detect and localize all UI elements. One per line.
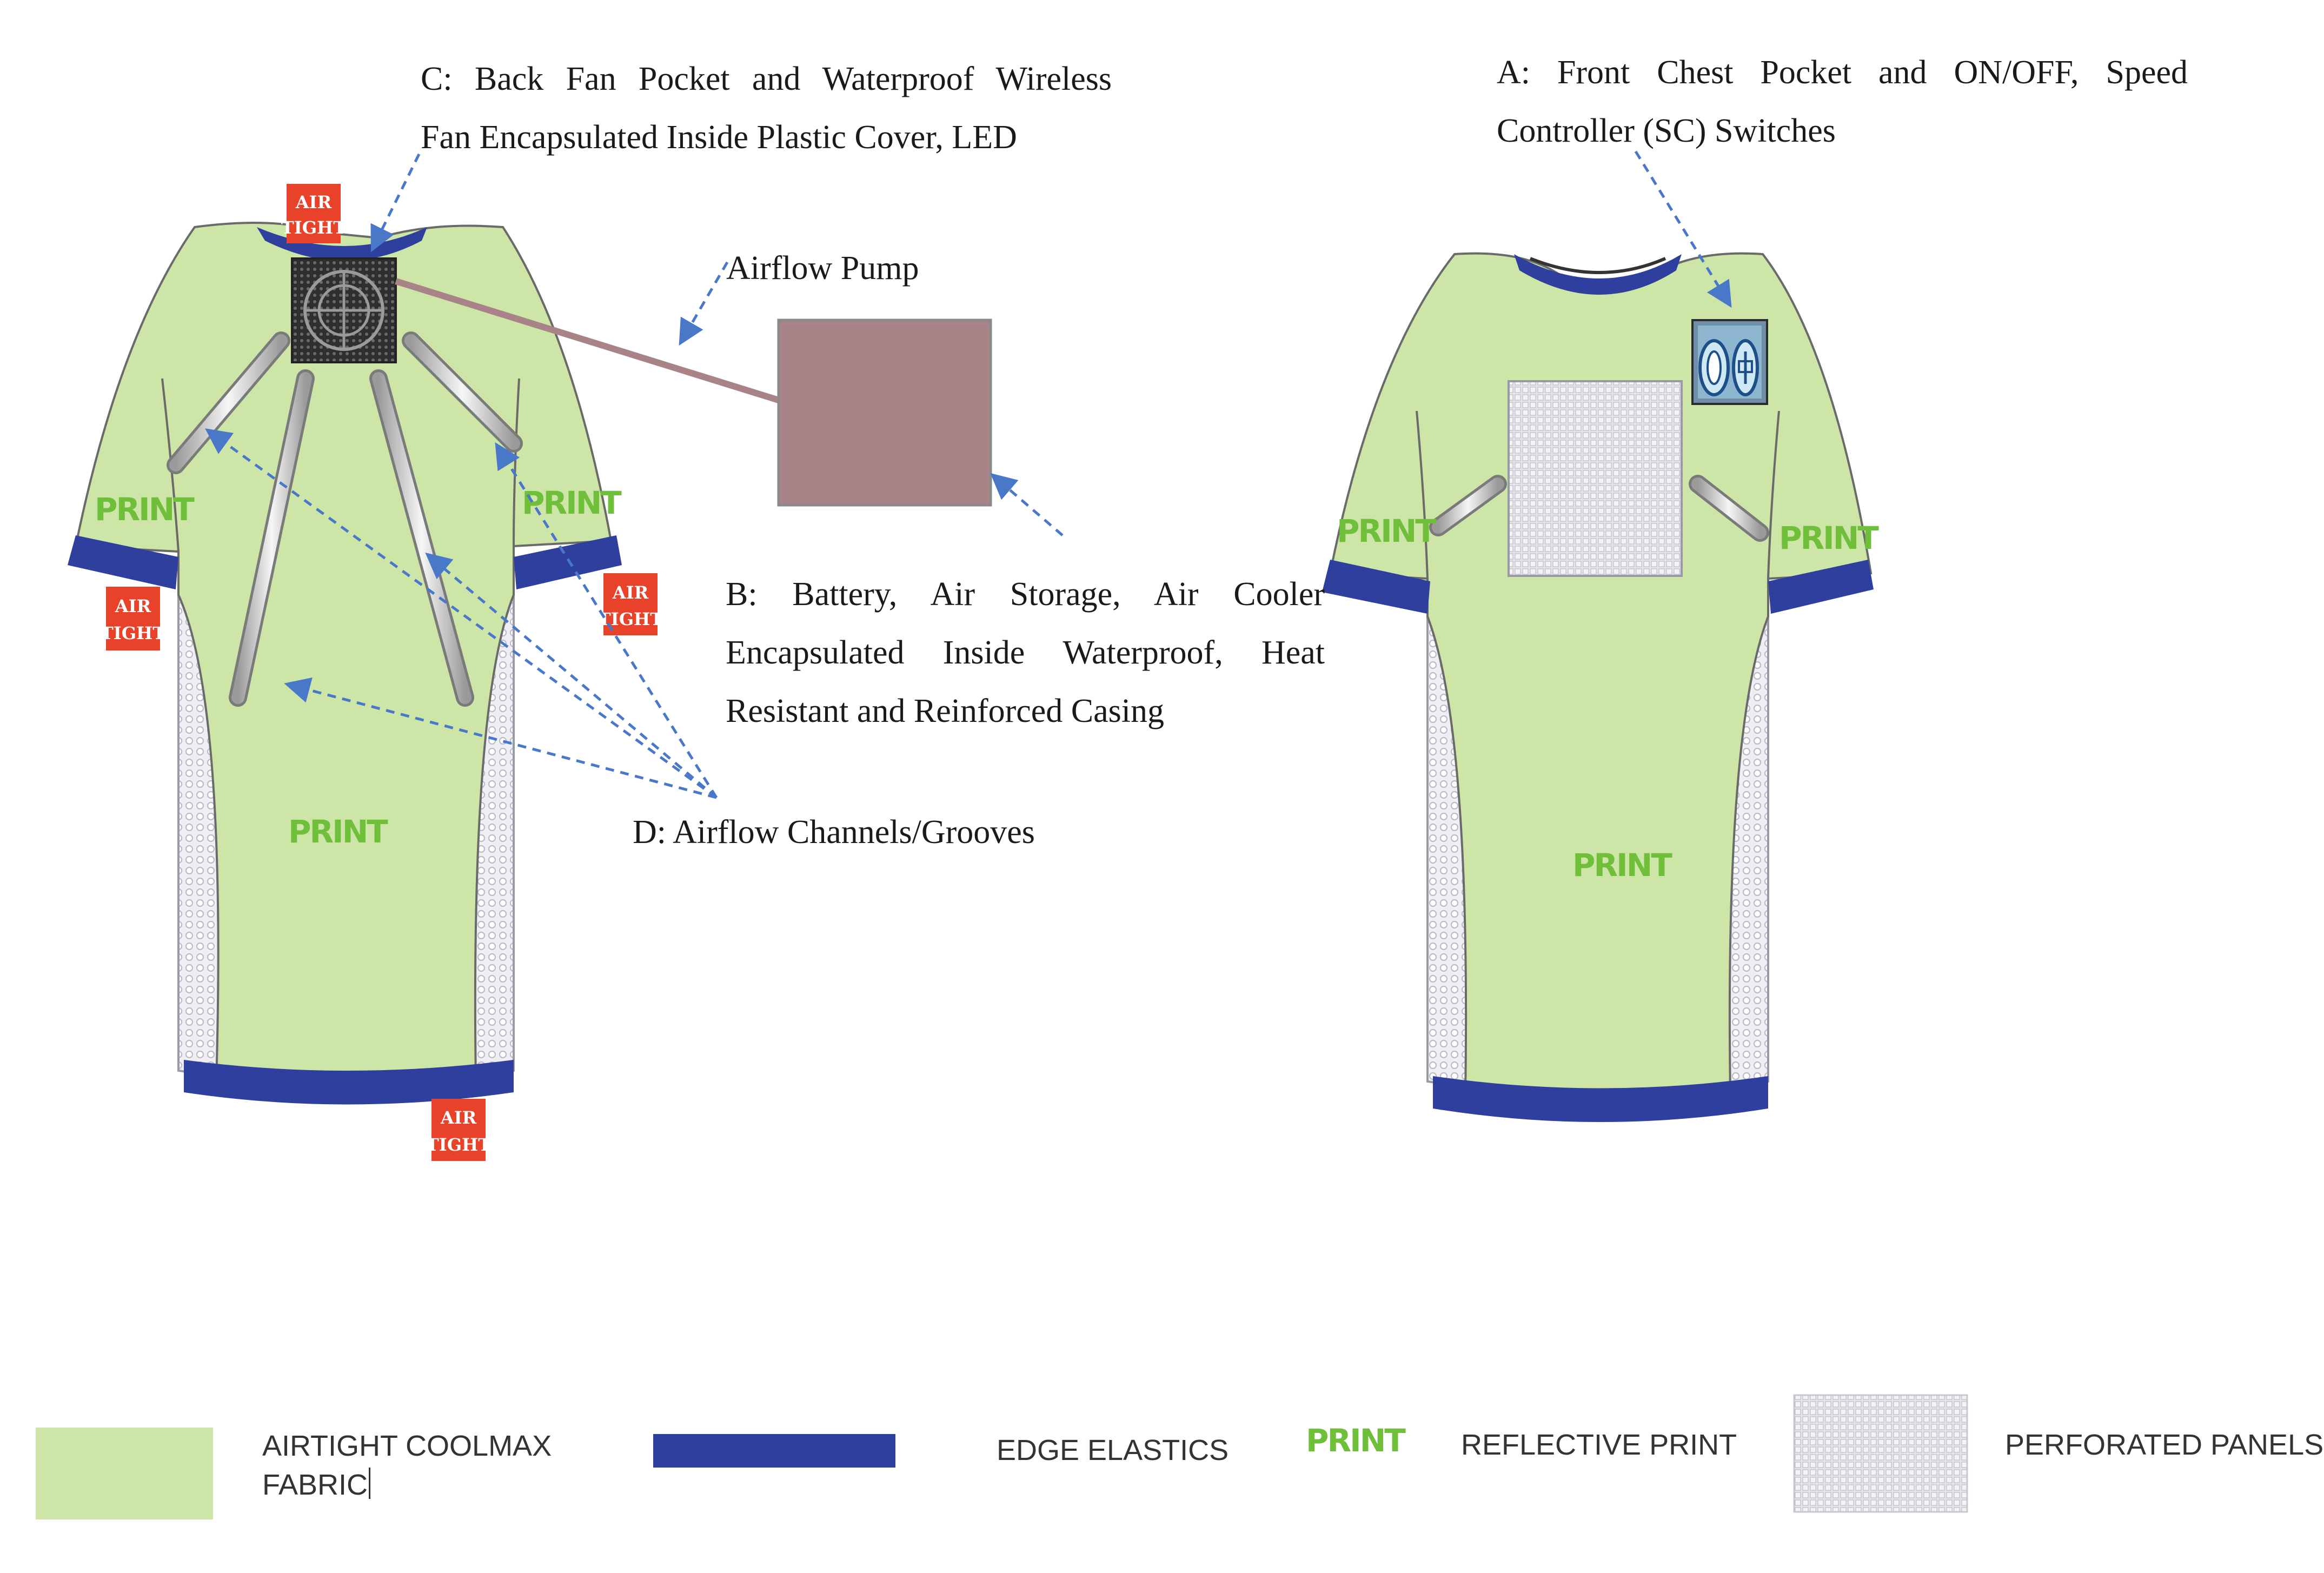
front-body-fabric — [1329, 252, 1873, 1093]
air-tight-tag: AIR TIGHT — [281, 184, 346, 243]
tag-text-line2: TIGHT — [101, 623, 165, 643]
legend-reflective-label: REFLECTIVE PRINT — [1461, 1429, 1737, 1461]
front-collar-elastic — [1514, 254, 1682, 295]
back-right-cuff-elastic — [514, 535, 622, 589]
back-hem-elastic — [184, 1060, 514, 1105]
back-view-garment — [68, 222, 780, 1105]
tag-text-line1: AIR — [115, 596, 151, 616]
callout-b: B: Battery, Air Storage, Air Cooler Enca… — [726, 576, 1325, 729]
back-fan-pocket — [291, 257, 397, 363]
back-collar-elastic — [257, 227, 427, 261]
garment-print-label: PRINT — [95, 491, 195, 528]
legend-fabric-swatch — [36, 1428, 213, 1519]
callout-d: D: Airflow Channels/Grooves — [633, 814, 1035, 851]
tag-text-line2: TIGHT — [281, 217, 346, 238]
legend-print-sample: PRINT — [1306, 1422, 1406, 1459]
legend-elastic-swatch — [653, 1434, 895, 1468]
tag-text-line2: TIGHT — [598, 609, 663, 629]
tag-text-line1: AIR — [440, 1107, 477, 1128]
legend-perforated-swatch — [1793, 1394, 1968, 1513]
chest-pocket-switches — [1691, 319, 1768, 405]
legend-fabric-label: AIRTIGHT COOLMAX FABRIC — [262, 1430, 552, 1501]
callout-arrows — [205, 150, 1732, 799]
battery-casing — [777, 318, 992, 507]
callout-airflow-pump: Airflow Pump — [726, 250, 919, 287]
front-view-garment — [1322, 252, 1874, 1122]
legend-perforated-label: PERFORATED PANELS — [2005, 1429, 2324, 1461]
garment-print-label: PRINT — [288, 813, 388, 850]
front-hem-elastic — [1433, 1076, 1768, 1122]
back-left-cuff-elastic — [68, 535, 178, 589]
garment-print-label: PRINT — [522, 484, 622, 521]
airflow-channels — [167, 331, 523, 707]
front-chest-perforated-panel — [1508, 380, 1683, 577]
garment-print-label: PRINT — [1779, 520, 1879, 556]
callout-c: C: Back Fan Pocket and Waterproof Wirele… — [421, 61, 1112, 156]
tag-text-line1: AIR — [612, 582, 649, 603]
garment-print-label: PRINT — [1337, 513, 1437, 549]
front-left-cuff-elastic — [1322, 560, 1430, 614]
front-right-cuff-elastic — [1768, 560, 1874, 614]
air-hose — [395, 278, 780, 403]
legend-elastics-label: EDGE ELASTICS — [997, 1434, 1229, 1466]
air-tight-tag: AIR TIGHT — [598, 573, 663, 635]
air-tight-tag: AIR TIGHT — [101, 587, 165, 651]
air-tight-tag: AIR TIGHT — [426, 1099, 491, 1161]
tag-text-line2: TIGHT — [426, 1134, 491, 1155]
tag-text-line1: AIR — [295, 192, 332, 213]
callout-a: A: Front Chest Pocket and ON/OFF, Speed … — [1497, 54, 2188, 149]
garment-print-label: PRINT — [1572, 847, 1672, 884]
